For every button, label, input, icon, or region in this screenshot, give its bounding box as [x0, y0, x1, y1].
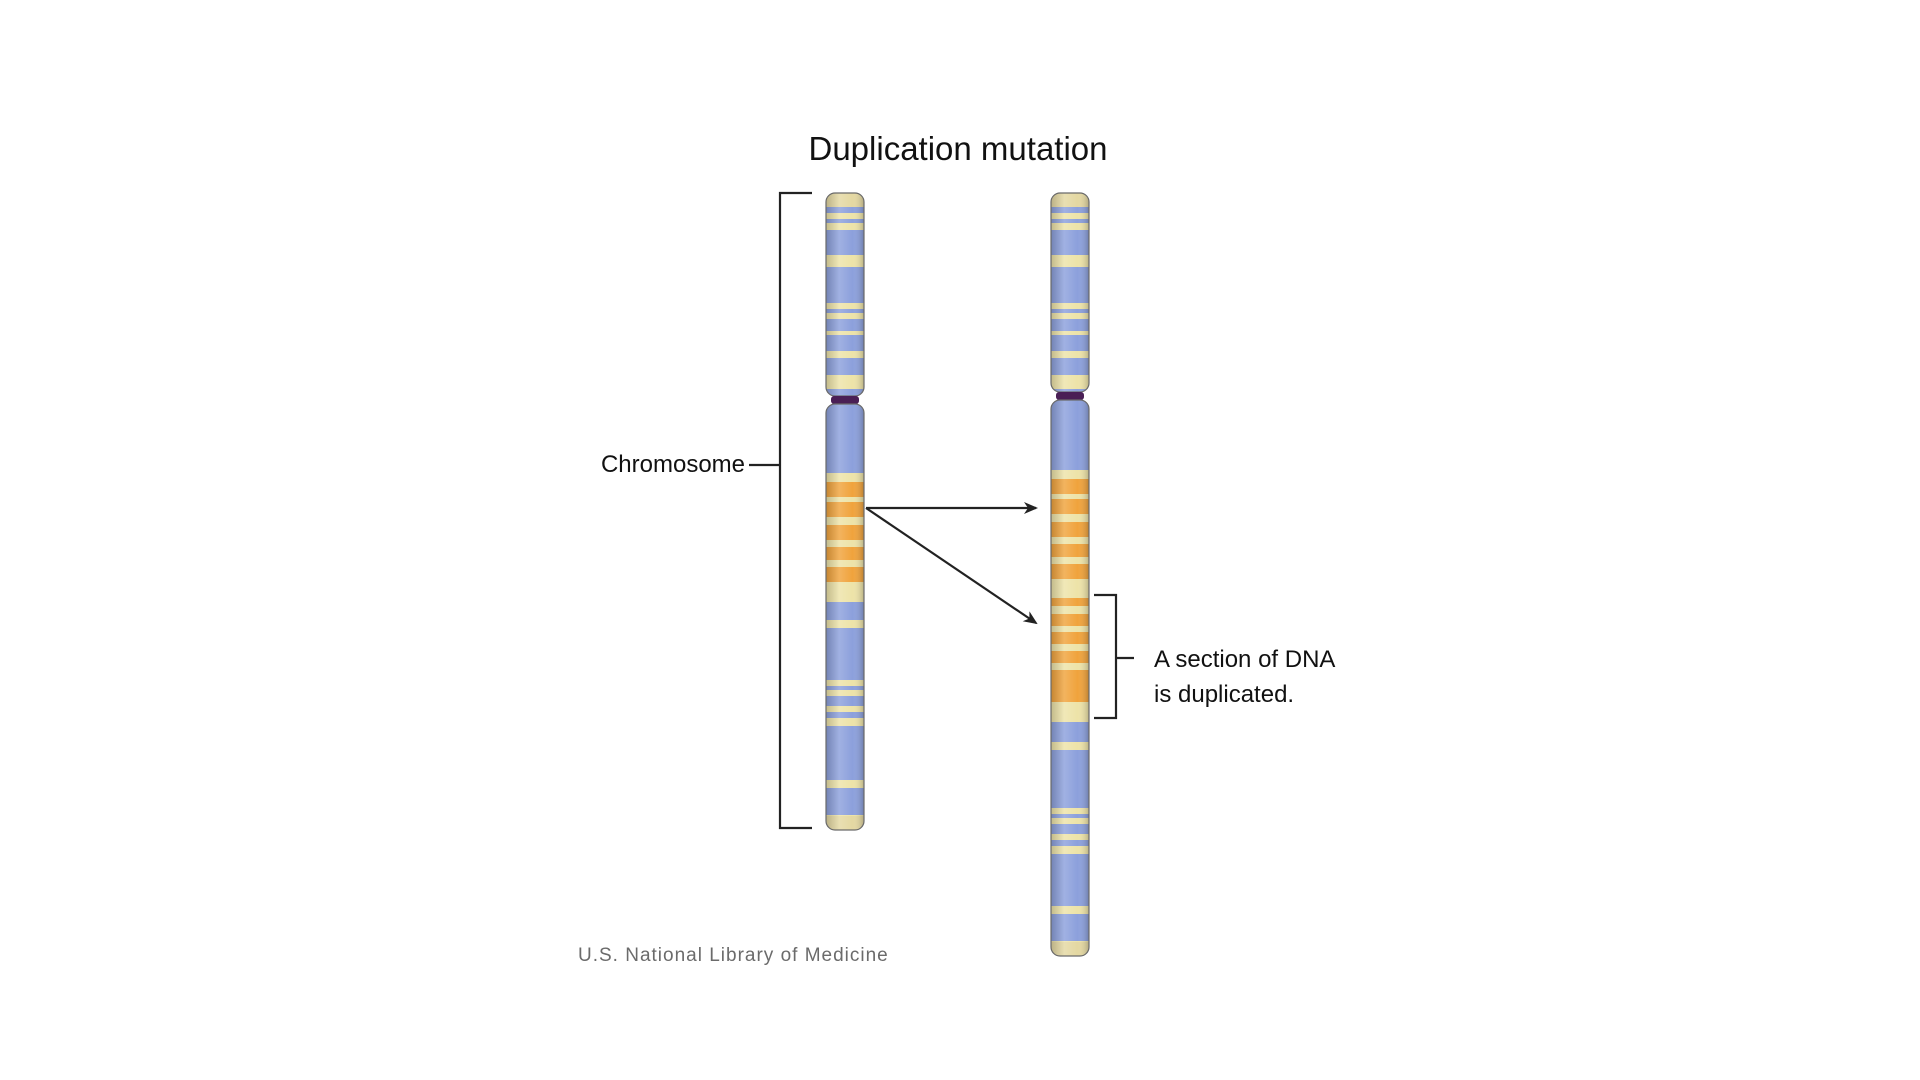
original-chromosome: [825, 192, 865, 831]
original-p-arm: [825, 192, 865, 397]
arrow-to-duplicate-position: [865, 507, 1038, 625]
credit-text: U.S. National Library of Medicine: [578, 945, 889, 966]
duplicated-q-arm: [1050, 399, 1090, 957]
duplicated-label-line1: A section of DNA: [1154, 646, 1335, 673]
centromere: [1056, 392, 1084, 400]
chromosome-bracket: [749, 191, 812, 830]
duplicated-label-line2: is duplicated.: [1154, 681, 1294, 708]
centromere: [831, 396, 859, 404]
duplicated-p-arm: [1050, 192, 1090, 393]
duplicated-chromosome: [1050, 192, 1090, 957]
chromosome-label: Chromosome: [601, 451, 745, 478]
original-q-arm: [825, 403, 865, 831]
diagram-title: Duplication mutation: [809, 130, 1108, 167]
duplicated-section-bracket: [1094, 593, 1134, 720]
